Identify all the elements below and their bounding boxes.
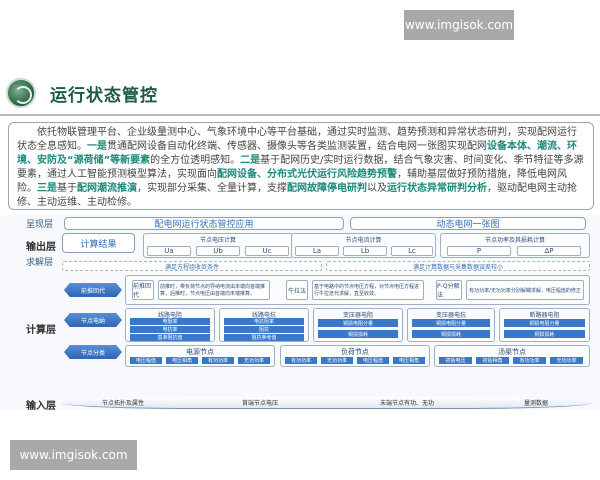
description-highlight: 二是 — [240, 155, 261, 166]
component-group: 断路器电阻 铜损电阻分量 铜损损耗 — [499, 308, 590, 342]
arrow-node-admittance: 节点电纳 — [64, 313, 122, 327]
description-text: 的全方位透明感知。 — [150, 155, 241, 166]
ua-box: Ua — [147, 246, 191, 256]
layer-label-input: 输入层 — [26, 401, 56, 412]
method-desc: 前推时，带负荷节点的导纳电流由末端向首端推算，后推时，节点电压由首端向末端推算。 — [158, 280, 270, 300]
description-text: 贯通配网设备自动化终端、传感器、摄像头等各类监测装置，结合电网一张图实现配网 — [107, 141, 487, 152]
component-group: 变压器电阻 铜损电阻分量 铜损损耗 — [313, 308, 403, 342]
node-group: 电源节点 电压幅值 电压相角 有功功率 无功功率 — [125, 345, 275, 367]
ub-box: Ub — [196, 246, 240, 256]
lc-box: Lc — [391, 246, 433, 256]
current-group: 节点电流计算 La Lb Lc — [291, 233, 436, 258]
method-name: 牛拉法 — [286, 280, 308, 300]
layer-label-solve: 求解层 — [26, 258, 54, 268]
node-group: 负荷节点 有功功率 无功功率 电压幅值 电压相角 — [280, 345, 430, 367]
method-name: P-Q分解法 — [436, 280, 462, 300]
la-box: La — [295, 246, 339, 256]
error-condition: 满足计算数据与采集数据误差较小 — [326, 261, 590, 271]
delta-p-box: ΔP — [517, 246, 581, 256]
description-highlight: 一是 — [87, 141, 107, 152]
description-text: 以及 — [367, 183, 387, 194]
slide: 运行状态管控 依托物联管理平台、企业级量测中心、气象环境中心等平台基础，通过实时… — [0, 70, 600, 412]
convergence-condition: 满足方程组收敛条件 — [62, 261, 322, 271]
header-divider — [0, 114, 600, 116]
input-measurements: 量测数据 — [524, 400, 549, 407]
layer-label-compute: 计算层 — [26, 325, 56, 336]
description-highlight: 运行状态异常研判分析 — [387, 183, 487, 194]
input-head-voltage: 首端节点电压 — [242, 400, 279, 407]
architecture-diagram: 呈现层 输出层 求解层 计算层 输入层 配电网运行状态管控应用 动态电网一张图 … — [0, 215, 600, 412]
description-text: 基于 — [57, 183, 77, 194]
description-highlight: 配网故障停电研判 — [287, 183, 367, 194]
app-box: 配电网运行状态管控应用 — [64, 217, 344, 230]
description-highlight: 设备本体、潮流、环境、安防及“源荷储”等新要素 — [17, 141, 577, 166]
component-group: 线路电阻 电阻率 电抗率 基准阻抗值 — [125, 308, 215, 342]
description-highlight: 三是 — [37, 183, 57, 194]
method-desc: 基于电路中的节点电压方程，对节点电压方程进行牛拉迭代求解，直至收敛。 — [312, 280, 424, 300]
methods-row: 前推回代 前推时，带负荷节点的导纳电流由末端向首端推算，后推时，节点电压由首端向… — [125, 275, 590, 305]
component-group: 变压器电抗 铜损电阻分量 铜损损耗 — [407, 308, 495, 342]
description-highlight: 配网潮流推演 — [77, 183, 137, 194]
description-text: ，实现部分采集、全量计算，支撑 — [137, 183, 287, 194]
layer-label-output: 输出层 — [26, 242, 56, 253]
description-text: 基于配网历史/实时运行数据，结合气象灾害、时间变化、季节特征等多源要素，通过人工… — [17, 155, 584, 180]
p-box: P — [447, 246, 511, 256]
layer-label-presentation: 呈现层 — [26, 220, 54, 230]
watermark-bottom: www.imgisok.com — [10, 440, 137, 470]
method-desc: 有功功率/无功功率分别解耦求解，电压幅值的修正 — [466, 280, 584, 300]
power-group: 节点功率及其损耗计算 P ΔP — [440, 233, 590, 258]
description-text: ，辅助基层做好预防措施，降低电网风险。 — [17, 169, 567, 194]
lb-box: Lb — [343, 246, 387, 256]
arrow-node-classification: 节点分类 — [64, 345, 122, 359]
state-grid-logo-icon — [6, 78, 36, 108]
input-topology: 节点拓扑及属性 — [102, 400, 145, 407]
node-group: 汤渠节点 初始电压 初始相角 有功功率 无功功率 — [434, 345, 590, 367]
input-tail-power: 末端节点有功、无功 — [380, 400, 435, 407]
uc-box: Uc — [245, 246, 289, 256]
result-box: 计算结果 — [62, 233, 135, 253]
voltage-group: 节点电压计算 Ua Ub Uc — [143, 233, 293, 258]
method-name: 前推回代 — [132, 280, 154, 300]
description-text: ，驱动配电网主动抢修、主动运维、主动检修。 — [17, 183, 577, 208]
grid-map-box: 动态电网一张图 — [350, 217, 586, 230]
watermark-top: www.imgisok.com — [404, 10, 514, 40]
arrow-forward-backward: 前推回代 — [64, 283, 122, 297]
component-group: 线路电抗 电抗阻率 阻抗 阻抗参考值 — [219, 308, 309, 342]
description-panel: 依托物联管理平台、企业级量测中心、气象环境中心等平台基础，通过实时监测、趋势预测… — [8, 122, 594, 210]
slide-header: 运行状态管控 — [6, 75, 158, 111]
page-title: 运行状态管控 — [50, 85, 158, 106]
description-text: 依托物联管理平台、企业级量测中心、气象环境中心等平台基础，通过实时监测、趋势预测… — [17, 127, 577, 152]
input-layer-bar: 节点拓扑及属性 首端节点电压 末端节点有功、无功 量测数据 — [62, 397, 592, 409]
description-highlight: 配网设备、分布式光伏运行风险趋势预警 — [217, 169, 397, 180]
